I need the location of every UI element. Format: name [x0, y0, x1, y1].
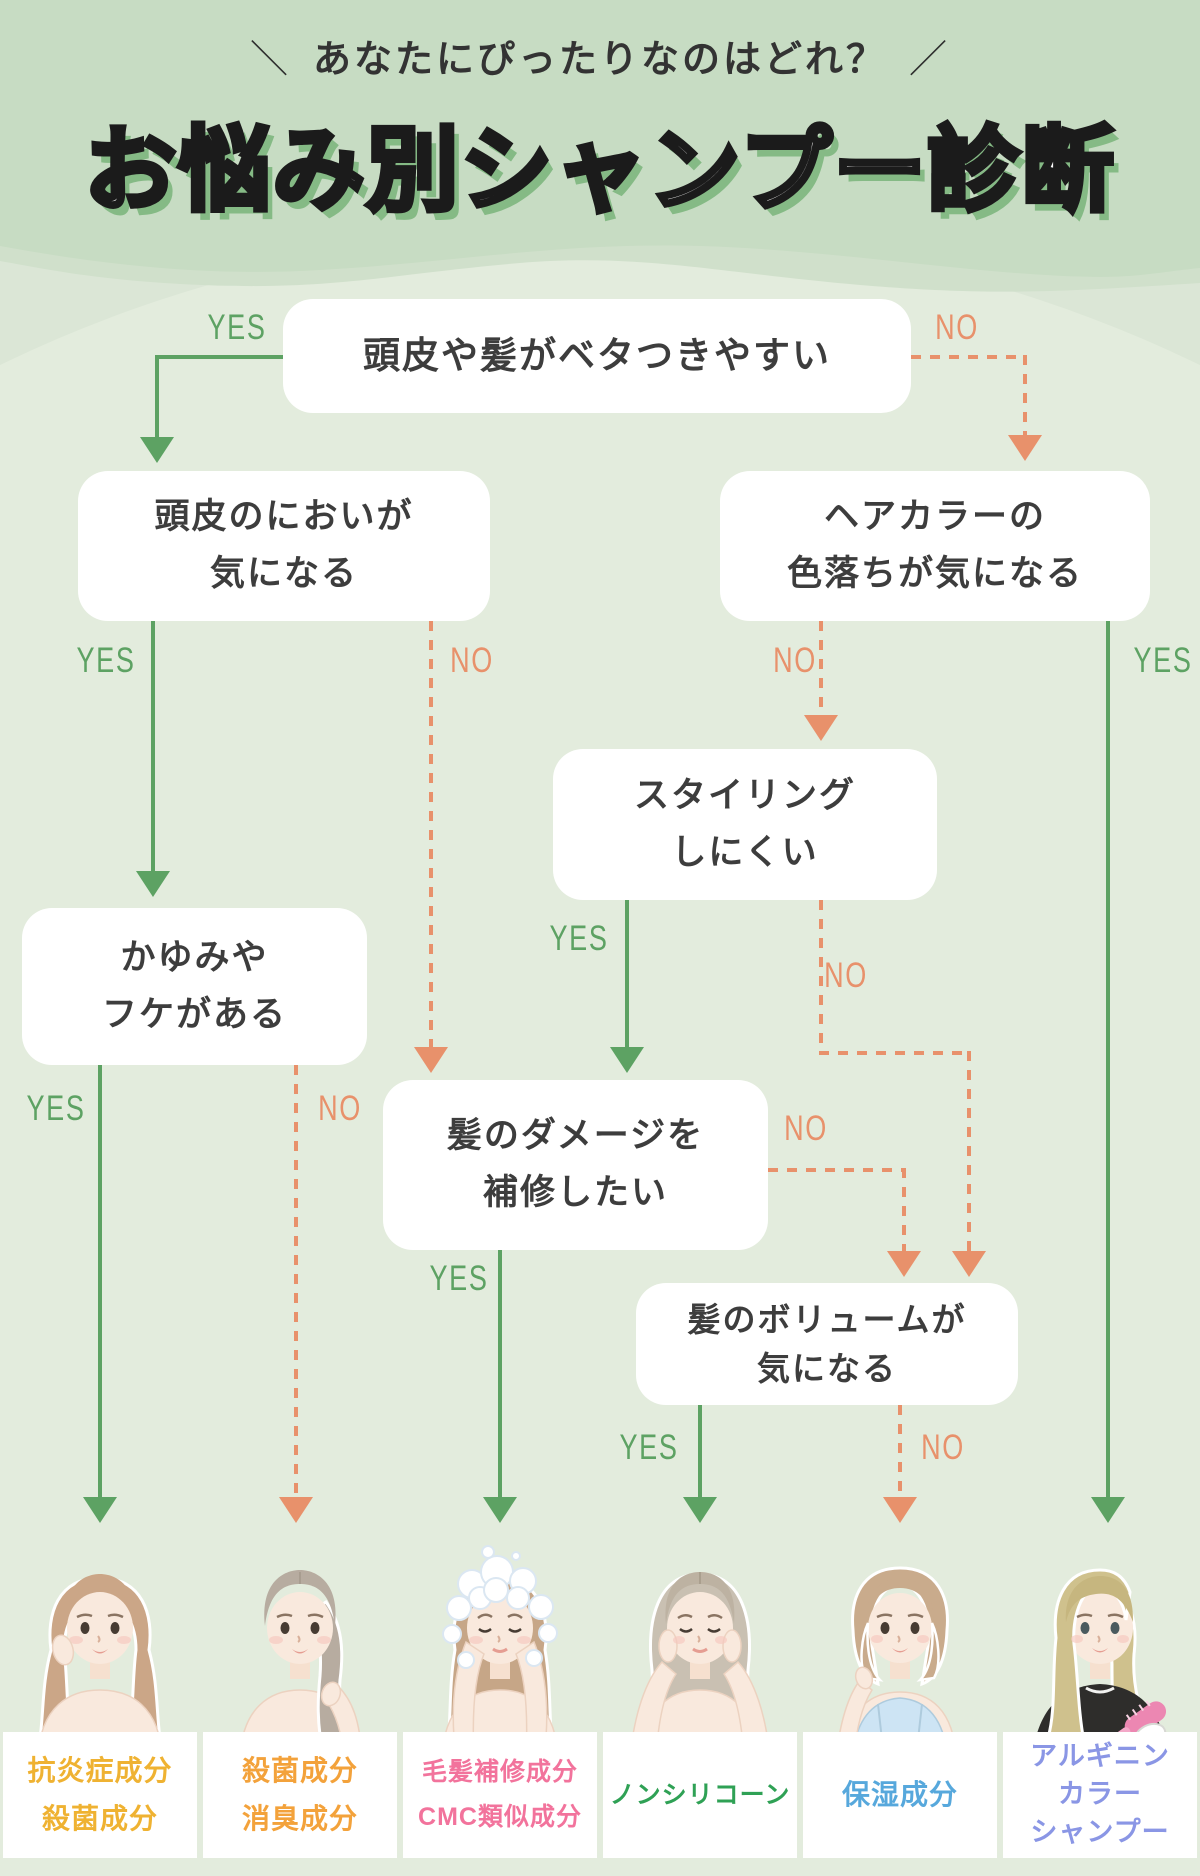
question-text: 頭皮のにおいが — [154, 497, 414, 537]
q7-yes-arrowhead-icon — [683, 1497, 717, 1523]
result-card-hair-repair: 毛髪補修成分 CMC類似成分 — [403, 1732, 597, 1858]
result-text: 消臭成分 — [241, 1803, 358, 1834]
question-text: 気になる — [209, 554, 358, 593]
woman-long-wavy-hair-illustration — [33, 1574, 167, 1758]
result-text: 毛髪補修成分 — [421, 1758, 578, 1786]
q2-yes-arrowhead-icon — [136, 871, 170, 897]
q1-yes-label: YES — [207, 306, 267, 347]
question-text: 頭皮や髪がベタつきやすい — [363, 335, 831, 377]
q3-no-arrowhead-icon — [804, 715, 838, 741]
q3-no-label: NO — [773, 639, 817, 680]
q7-no-connector — [898, 1405, 902, 1497]
q1-yes-arrowhead-icon — [140, 437, 174, 463]
result-text: シャンプー — [1030, 1816, 1170, 1847]
q4-yes-arrowhead-icon — [83, 1497, 117, 1523]
q7-no-arrowhead-icon — [883, 1497, 917, 1523]
q5-yes-label: YES — [429, 1257, 489, 1298]
q6-yes-label: YES — [549, 917, 609, 958]
question-box-color-fading: ヘアカラーの 色落ちが気になる — [720, 471, 1150, 621]
question-text: 気になる — [757, 1350, 897, 1387]
woman-hands-on-cheeks-illustration — [629, 1572, 771, 1758]
woman-short-bob-illustration — [835, 1566, 957, 1758]
q6-no-connector-horizontal — [819, 1051, 971, 1055]
question-box-itchy-dandruff: かゆみや フケがある — [22, 908, 367, 1065]
q2-yes-label: YES — [76, 639, 136, 680]
woman-hair-pulled-back-illustration — [239, 1570, 363, 1758]
question-text: フケがある — [101, 994, 287, 1034]
result-text: ノンシリコーン — [609, 1780, 791, 1809]
question-box-hard-to-style: スタイリング しにくい — [553, 749, 937, 900]
q1-no-connector-vertical — [1023, 355, 1027, 435]
q6-no-connector-vertical-2 — [967, 1051, 971, 1251]
result-card-anti-inflammatory: 抗炎症成分 殺菌成分 — [3, 1732, 197, 1858]
question-text: 髪のボリュームが — [687, 1300, 967, 1338]
question-box-scalp-odor: 頭皮のにおいが 気になる — [78, 471, 490, 621]
q3-yes-connector — [1106, 621, 1110, 1497]
question-text: 髪のダメージを — [446, 1116, 705, 1156]
result-card-moisturizing: 保湿成分 — [803, 1732, 997, 1858]
q7-yes-connector — [698, 1405, 702, 1497]
q5-yes-connector — [498, 1250, 502, 1497]
q4-no-label: NO — [318, 1087, 362, 1128]
result-text: アルギニン — [1030, 1741, 1170, 1772]
q6-no-label: NO — [824, 954, 868, 995]
woman-washing-hair-foam-illustration — [441, 1545, 559, 1758]
header-tagline-row: ＼ あなたにぴったりなのはどれ？ ／ — [0, 28, 1200, 83]
header-wave-main — [0, 0, 1200, 277]
q2-no-arrowhead-icon — [414, 1047, 448, 1073]
q4-no-arrowhead-icon — [279, 1497, 313, 1523]
q6-yes-connector — [625, 900, 629, 1047]
q5-no-connector-horizontal — [768, 1168, 906, 1172]
q6-no-arrowhead-icon — [952, 1251, 986, 1277]
question-box-repair-damage: 髪のダメージを 補修したい — [383, 1080, 768, 1250]
result-text: 保湿成分 — [841, 1779, 958, 1811]
q5-no-arrowhead-icon — [887, 1251, 921, 1277]
q1-no-connector-horizontal — [911, 355, 1025, 359]
question-text: しにくい — [671, 832, 819, 872]
q1-no-label: NO — [935, 306, 979, 347]
q4-no-connector — [294, 1065, 298, 1497]
q7-yes-label: YES — [619, 1426, 679, 1467]
woman-salon-cape-brush-illustration — [1032, 1568, 1168, 1758]
q6-yes-arrowhead-icon — [610, 1047, 644, 1073]
question-text: 補修したい — [482, 1173, 668, 1212]
q2-no-label: NO — [450, 639, 494, 680]
q1-yes-connector-horizontal — [157, 355, 283, 359]
question-text: ヘアカラーの — [823, 497, 1046, 537]
result-card-arginine-color-shampoo: アルギニン カラー シャンプー — [1003, 1732, 1197, 1858]
result-card-non-silicone: ノンシリコーン — [603, 1732, 797, 1858]
header-tagline: あなたにぴったりなのはどれ？ — [312, 39, 887, 81]
q3-yes-label: YES — [1133, 639, 1193, 680]
tagline-left-slash-mark: ＼ — [249, 39, 291, 81]
q2-no-connector — [429, 621, 433, 1047]
q1-no-arrowhead-icon — [1008, 435, 1042, 461]
result-text: 殺菌成分 — [241, 1755, 358, 1787]
q4-yes-connector — [98, 1065, 102, 1497]
q3-yes-arrowhead-icon — [1091, 1497, 1125, 1523]
q5-no-connector-vertical — [902, 1168, 906, 1251]
q5-no-label: NO — [784, 1107, 828, 1148]
tagline-right-slash-mark: ／ — [909, 39, 951, 81]
q4-yes-label: YES — [26, 1087, 86, 1128]
question-text: スタイリング — [633, 775, 856, 815]
question-text: 色落ちが気になる — [786, 554, 1083, 593]
q3-no-connector — [819, 621, 823, 715]
q7-no-label: NO — [921, 1426, 965, 1467]
question-box-oily-scalp: 頭皮や髪がベタつきやすい — [283, 299, 911, 413]
q5-yes-arrowhead-icon — [483, 1497, 517, 1523]
page-title: お悩み別シャンプー診断 — [82, 118, 1116, 225]
q6-no-connector-vertical-1 — [819, 900, 823, 1053]
result-text: 殺菌成分 — [41, 1803, 158, 1834]
result-text: 抗炎症成分 — [27, 1755, 173, 1787]
question-text: かゆみや — [120, 937, 269, 977]
result-card-antibacterial-deodorant: 殺菌成分 消臭成分 — [203, 1732, 397, 1858]
q1-yes-connector-vertical — [155, 355, 159, 437]
question-box-hair-volume: 髪のボリュームが 気になる — [636, 1283, 1018, 1405]
result-text: カラー — [1058, 1779, 1142, 1810]
result-text: CMC類似成分 — [418, 1803, 582, 1831]
q2-yes-connector — [151, 621, 155, 871]
